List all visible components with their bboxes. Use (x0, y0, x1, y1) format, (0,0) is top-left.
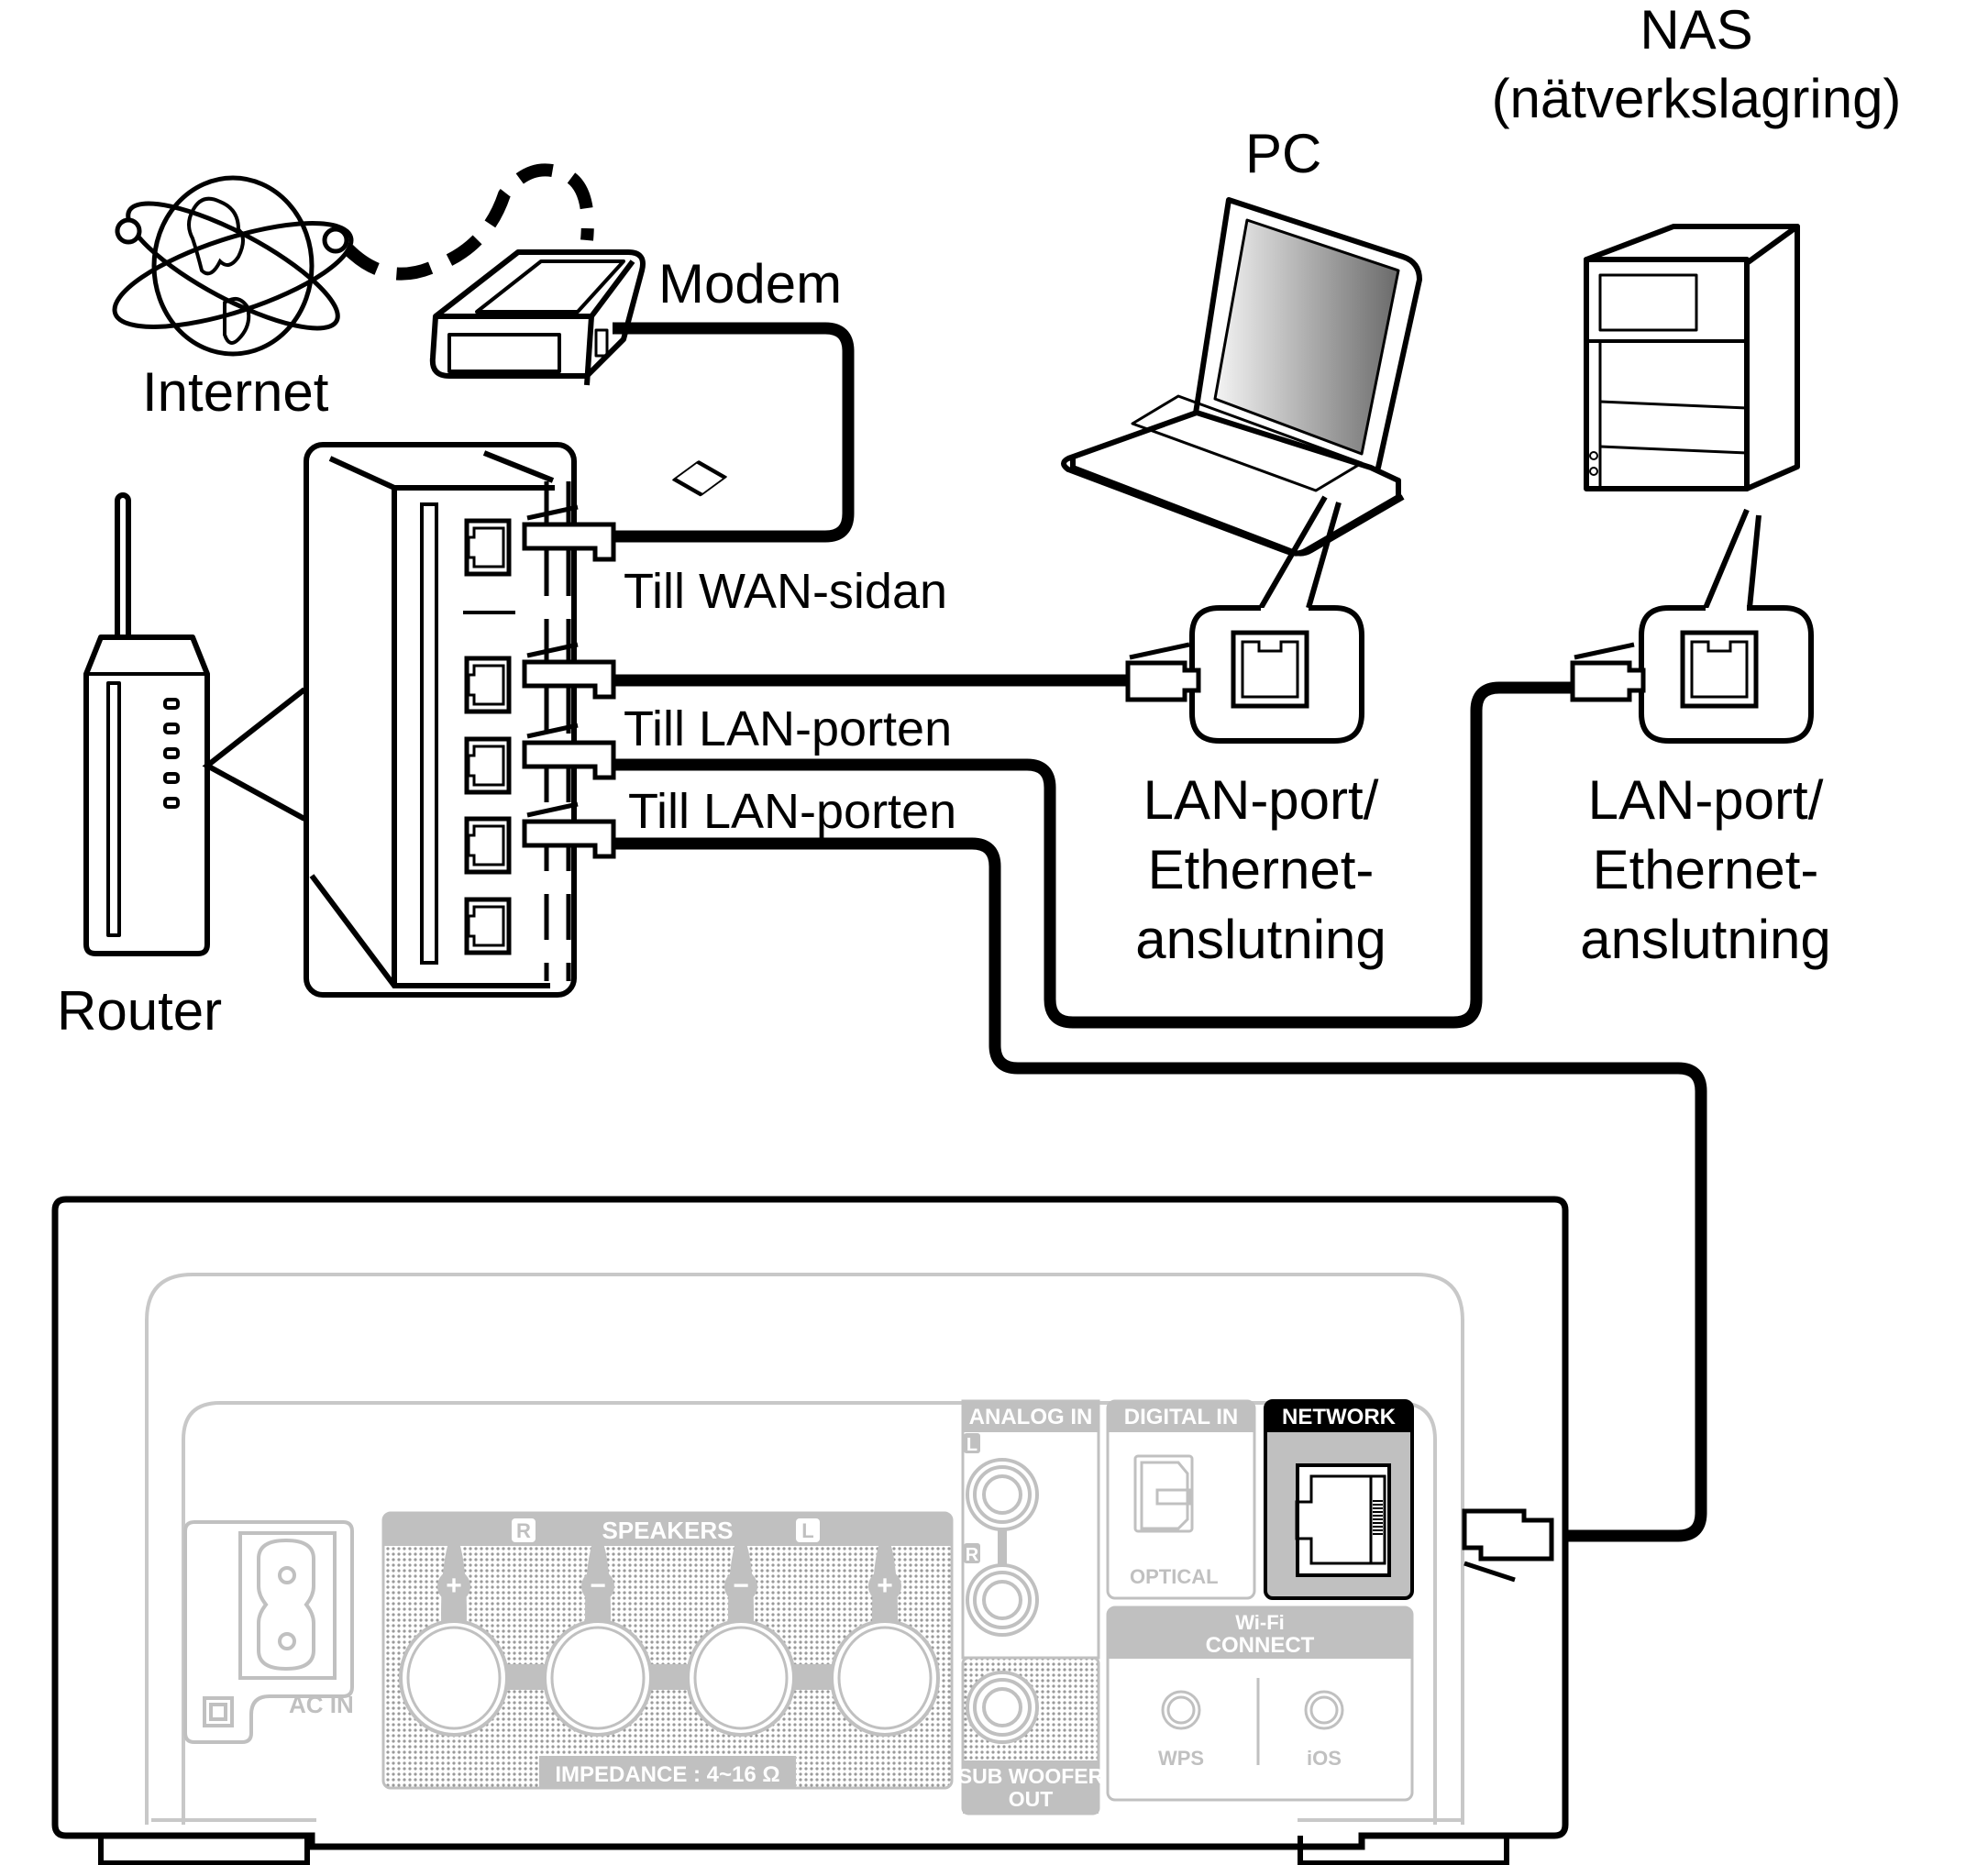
connect-label: CONNECT (1206, 1633, 1315, 1658)
pc-port-line-1: LAN-port/ (1143, 769, 1379, 831)
router-port-lan-3 (464, 816, 512, 875)
analog-in-section (961, 1399, 1100, 1815)
pc-lan-port-callout (1125, 605, 1364, 744)
router-port-wan (464, 518, 512, 577)
analog-r-label: R (966, 1545, 979, 1565)
optical-port-icon (1133, 1454, 1194, 1533)
wps-button[interactable] (1161, 1690, 1201, 1730)
speakers-label: SPEAKERS (602, 1517, 733, 1544)
speaker-terminal[interactable]: + (399, 1536, 509, 1737)
terminal-polarity-label: + (446, 1571, 462, 1601)
network-section (1264, 1399, 1414, 1600)
terminal-polarity-label: − (590, 1571, 606, 1601)
ethernet-plug-device (1462, 1508, 1554, 1583)
router-label: Router (57, 980, 223, 1042)
laptop-pc-icon (672, 197, 1422, 557)
pc-port-line-3: anslutning (1135, 909, 1386, 970)
pc-port-line-2: Ethernet- (1147, 839, 1375, 900)
wifi-connect-section (1106, 1606, 1414, 1802)
optical-label: OPTICAL (1130, 1565, 1219, 1588)
nas-label: NAS (nätverkslagring) (1467, 0, 1926, 133)
cable-router-to-nas (614, 681, 1573, 1029)
ethernet-plug-nas (1570, 642, 1646, 702)
speaker-terminal[interactable]: − (543, 1536, 653, 1737)
nas-subtitle: (nätverkslagring) (1491, 68, 1902, 129)
internet-label: Internet (142, 361, 329, 423)
ethernet-plug-lan-1 (522, 642, 616, 700)
ios-button[interactable] (1304, 1690, 1344, 1730)
sub-woofer-label: SUB WOOFER (958, 1764, 1104, 1788)
nas-port-line-1: LAN-port/ (1587, 769, 1824, 831)
modem-icon (429, 249, 646, 386)
router-port-lan-1 (464, 656, 512, 714)
ac-in-socket (183, 1520, 354, 1744)
ios-label: iOS (1307, 1747, 1342, 1770)
router-lan-ports (464, 518, 512, 955)
ethernet-plug-lan-3 (522, 801, 616, 859)
digital-in-label: DIGITAL IN (1124, 1405, 1238, 1429)
pc-port-label: LAN-port/ Ethernet- anslutning (1100, 766, 1421, 975)
wps-label: WPS (1158, 1747, 1204, 1770)
speaker-terminal[interactable]: + (830, 1536, 940, 1737)
terminal-polarity-label: + (877, 1571, 893, 1601)
pc-label: PC (1245, 123, 1322, 184)
router-port-lan-4 (464, 897, 512, 955)
nas-port-line-2: Ethernet- (1592, 839, 1819, 900)
to-lan-label-2: Till LAN-porten (628, 784, 957, 839)
wan-cable (610, 322, 855, 543)
ethernet-plug-lan-2 (522, 723, 616, 780)
impedance-label: IMPEDANCE : 4~16 Ω (555, 1762, 779, 1787)
sub-woofer-out-label: OUT (1009, 1787, 1054, 1811)
ethernet-plug-wan (522, 504, 616, 562)
internet-globe-icon (112, 175, 354, 357)
wifi-label: Wi-Fi (1235, 1611, 1285, 1634)
network-label: NETWORK (1282, 1405, 1397, 1429)
internet-link-dashed (344, 163, 594, 281)
ac-in-label: AC IN (289, 1691, 354, 1718)
to-wan-label: Till WAN-sidan (624, 564, 948, 619)
nas-title: NAS (1640, 0, 1753, 61)
cable-router-to-device (614, 837, 1707, 1542)
analog-l-label: L (966, 1435, 977, 1455)
nas-port-label: LAN-port/ Ethernet- anslutning (1545, 766, 1866, 975)
terminal-polarity-label: − (733, 1571, 749, 1601)
speaker-l-label: L (801, 1519, 813, 1542)
nas-lan-port-callout (1570, 605, 1814, 744)
nas-port-line-3: anslutning (1580, 909, 1831, 970)
speaker-terminals: + − − + (381, 1511, 954, 1790)
router-callout-pointer (202, 687, 306, 822)
modem-label: Modem (658, 253, 843, 315)
to-lan-label-1: Till LAN-porten (624, 701, 953, 756)
nas-callout-pointer (1703, 508, 1762, 610)
analog-in-label: ANALOG IN (969, 1405, 1093, 1429)
speaker-r-label: R (516, 1519, 531, 1542)
network-rj45-port[interactable] (1295, 1463, 1391, 1577)
digital-in-section (1106, 1399, 1256, 1600)
router-icon (83, 492, 210, 956)
ethernet-plug-pc (1125, 642, 1201, 702)
router-port-lan-2 (464, 736, 512, 795)
nas-tower-icon (1584, 224, 1800, 491)
speaker-terminal[interactable]: − (686, 1536, 796, 1737)
pc-callout-pointer (1258, 495, 1342, 610)
